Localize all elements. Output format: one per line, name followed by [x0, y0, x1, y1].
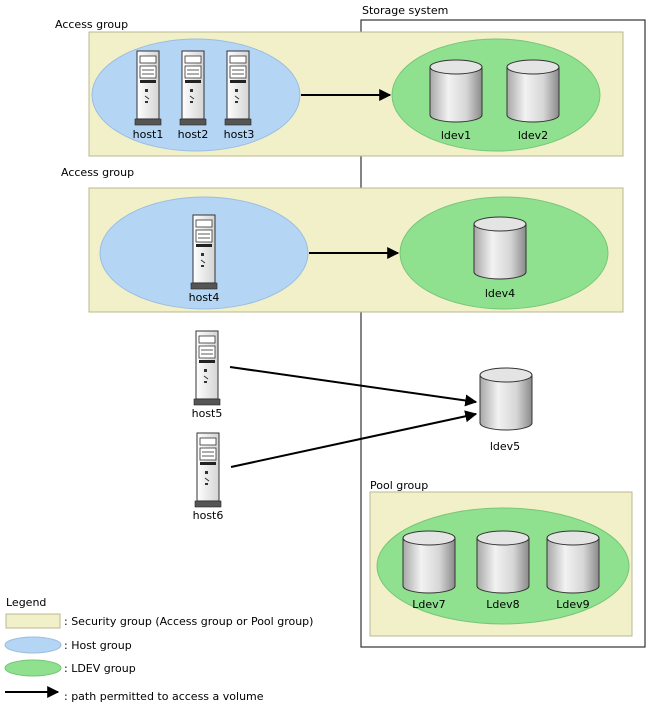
- host2-server-icon: [179, 50, 207, 126]
- ldev5-label: ldev5: [490, 440, 520, 453]
- ldev9-label: Ldev9: [556, 598, 589, 611]
- ldev4-label: ldev4: [485, 287, 515, 300]
- host1-server-icon: [134, 50, 162, 126]
- ldev7-volume-icon: [402, 530, 456, 594]
- access-group-2-label: Access group: [61, 166, 134, 179]
- ldev2-label: ldev2: [518, 129, 548, 142]
- storage-system-label: Storage system: [362, 4, 448, 17]
- legend-title: Legend: [6, 596, 46, 609]
- ldev8-label: Ldev8: [486, 598, 519, 611]
- path-arrow-host5-to-ldev5: [229, 366, 478, 407]
- ldev2-volume-icon: [506, 59, 560, 123]
- host5-label: host5: [192, 407, 223, 420]
- legend-host-group-label: : Host group: [64, 639, 132, 652]
- host1-label: host1: [133, 128, 164, 141]
- ldev1-label: ldev1: [441, 129, 471, 142]
- host6-server-icon: [194, 432, 222, 508]
- legend-security-group-label: : Security group (Access group or Pool g…: [64, 615, 313, 628]
- ldev7-label: Ldev7: [412, 598, 445, 611]
- host4-server-icon: [190, 214, 218, 290]
- host3-server-icon: [224, 50, 252, 126]
- ldev-group-1: [391, 38, 601, 152]
- access-group-1-label: Access group: [55, 18, 128, 31]
- host6-label: host6: [193, 509, 224, 522]
- storage-system-frame: [360, 19, 646, 648]
- host2-label: host2: [178, 128, 209, 141]
- pool-group-label: Pool group: [370, 479, 428, 492]
- host4-label: host4: [189, 291, 220, 304]
- ldev9-volume-icon: [546, 530, 600, 594]
- legend-security-group-swatch: [5, 613, 61, 629]
- ldev4-volume-icon: [473, 216, 527, 280]
- host5-server-icon: [193, 330, 221, 406]
- path-arrow-host6-to-ldev5: [230, 410, 478, 468]
- legend-host-group-swatch: [4, 636, 62, 654]
- ldev1-volume-icon: [429, 59, 483, 123]
- legend-ldev-group-label: : LDEV group: [64, 662, 136, 675]
- host3-label: host3: [224, 128, 255, 141]
- ldev5-volume-icon: [479, 367, 533, 431]
- legend-ldev-group-swatch: [4, 659, 62, 677]
- legend-path-label: : path permitted to access a volume: [64, 690, 264, 703]
- ldev8-volume-icon: [476, 530, 530, 594]
